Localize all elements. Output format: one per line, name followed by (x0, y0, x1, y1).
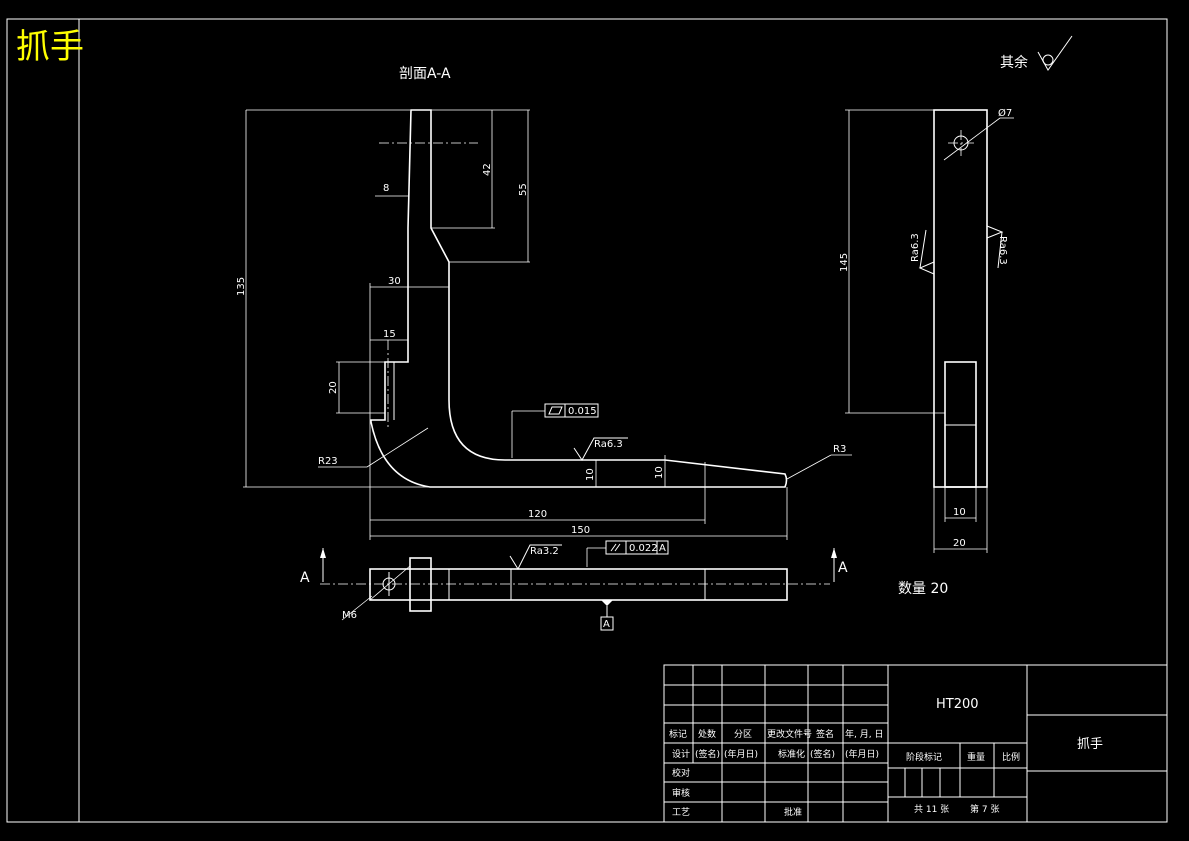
dim-r3: R3 (833, 444, 846, 455)
parallel-value: 0.022 (629, 543, 658, 554)
dim-20: 20 (328, 381, 339, 394)
roughness-ra1: Ra6.3 (594, 439, 623, 450)
dim-20b: 20 (953, 538, 966, 549)
tb-scale: 比例 (1002, 751, 1020, 763)
tb-header: 签名 (816, 728, 834, 740)
tb-design: (签名) (810, 748, 835, 760)
tb-header: 标记 (669, 728, 687, 740)
tb-design: (年月日) (845, 748, 879, 760)
side-view-body (933, 109, 988, 488)
tb-header: 更改文件号 (767, 728, 812, 740)
tb-design: 设计 (672, 748, 690, 760)
section-profile (370, 109, 788, 488)
dim-r23: R23 (318, 456, 338, 467)
dim-15: 15 (383, 329, 396, 340)
svg-text:A: A (838, 560, 848, 576)
part-name: 抓手 (1077, 737, 1103, 752)
bottom-view-flange (409, 557, 432, 612)
quantity-note: 数量 20 (898, 581, 948, 597)
outer-border (6, 18, 1168, 823)
roughness-ra3: Ra6.3 (910, 233, 921, 262)
tb-review: 审核 (672, 787, 690, 799)
tb-process: 工艺 (672, 807, 690, 818)
roughness-ra4: Ra6.3 (997, 236, 1008, 265)
corner-title: 抓手 (16, 27, 84, 67)
dim-10b: 10 (654, 466, 665, 479)
dim-10a: 10 (585, 468, 596, 481)
dim-120: 120 (528, 509, 547, 520)
bottom-view-body (369, 568, 788, 601)
section-label: 剖面A-A (399, 66, 451, 82)
parallel-datum: A (659, 543, 666, 554)
dim-30: 30 (388, 276, 401, 287)
tb-design: 标准化 (778, 748, 805, 760)
dim-42: 42 (482, 163, 493, 176)
dim-m6: M6 (342, 610, 357, 621)
tb-check: 校对 (672, 767, 690, 779)
dim-phi7: Ø7 (998, 107, 1012, 119)
flatness-value: 0.015 (568, 406, 597, 417)
section-mark-left: A (300, 548, 326, 586)
tb-design: (年月日) (724, 748, 758, 760)
roughness-ra2: Ra3.2 (530, 546, 559, 557)
svg-text:A: A (300, 570, 310, 586)
dim-150: 150 (571, 525, 590, 536)
inner-border (78, 18, 1168, 823)
dim-8: 8 (383, 183, 389, 194)
dim-135: 135 (236, 277, 247, 296)
tb-header: 年, 月, 日 (845, 728, 883, 740)
tb-approve: 批准 (784, 806, 802, 818)
tb-sheets: 共 11 张 (914, 804, 949, 815)
tb-weight: 重量 (967, 751, 985, 763)
tb-sheet-no: 第 7 张 (970, 803, 999, 815)
dim-145: 145 (839, 253, 850, 272)
tb-header: 分区 (734, 729, 752, 740)
section-mark-right: A (831, 548, 848, 582)
title-block (663, 664, 1168, 823)
roughness-default-symbol (1037, 35, 1073, 71)
tb-stage: 阶段标记 (906, 751, 942, 763)
material: HT200 (936, 697, 979, 712)
surface-default-label: 其余 (1000, 54, 1028, 71)
tb-header: 处数 (698, 728, 716, 740)
datum-label: A (603, 619, 610, 630)
tb-design: (签名) (695, 748, 720, 760)
dim-55: 55 (518, 183, 529, 196)
dim-10c: 10 (953, 507, 966, 518)
